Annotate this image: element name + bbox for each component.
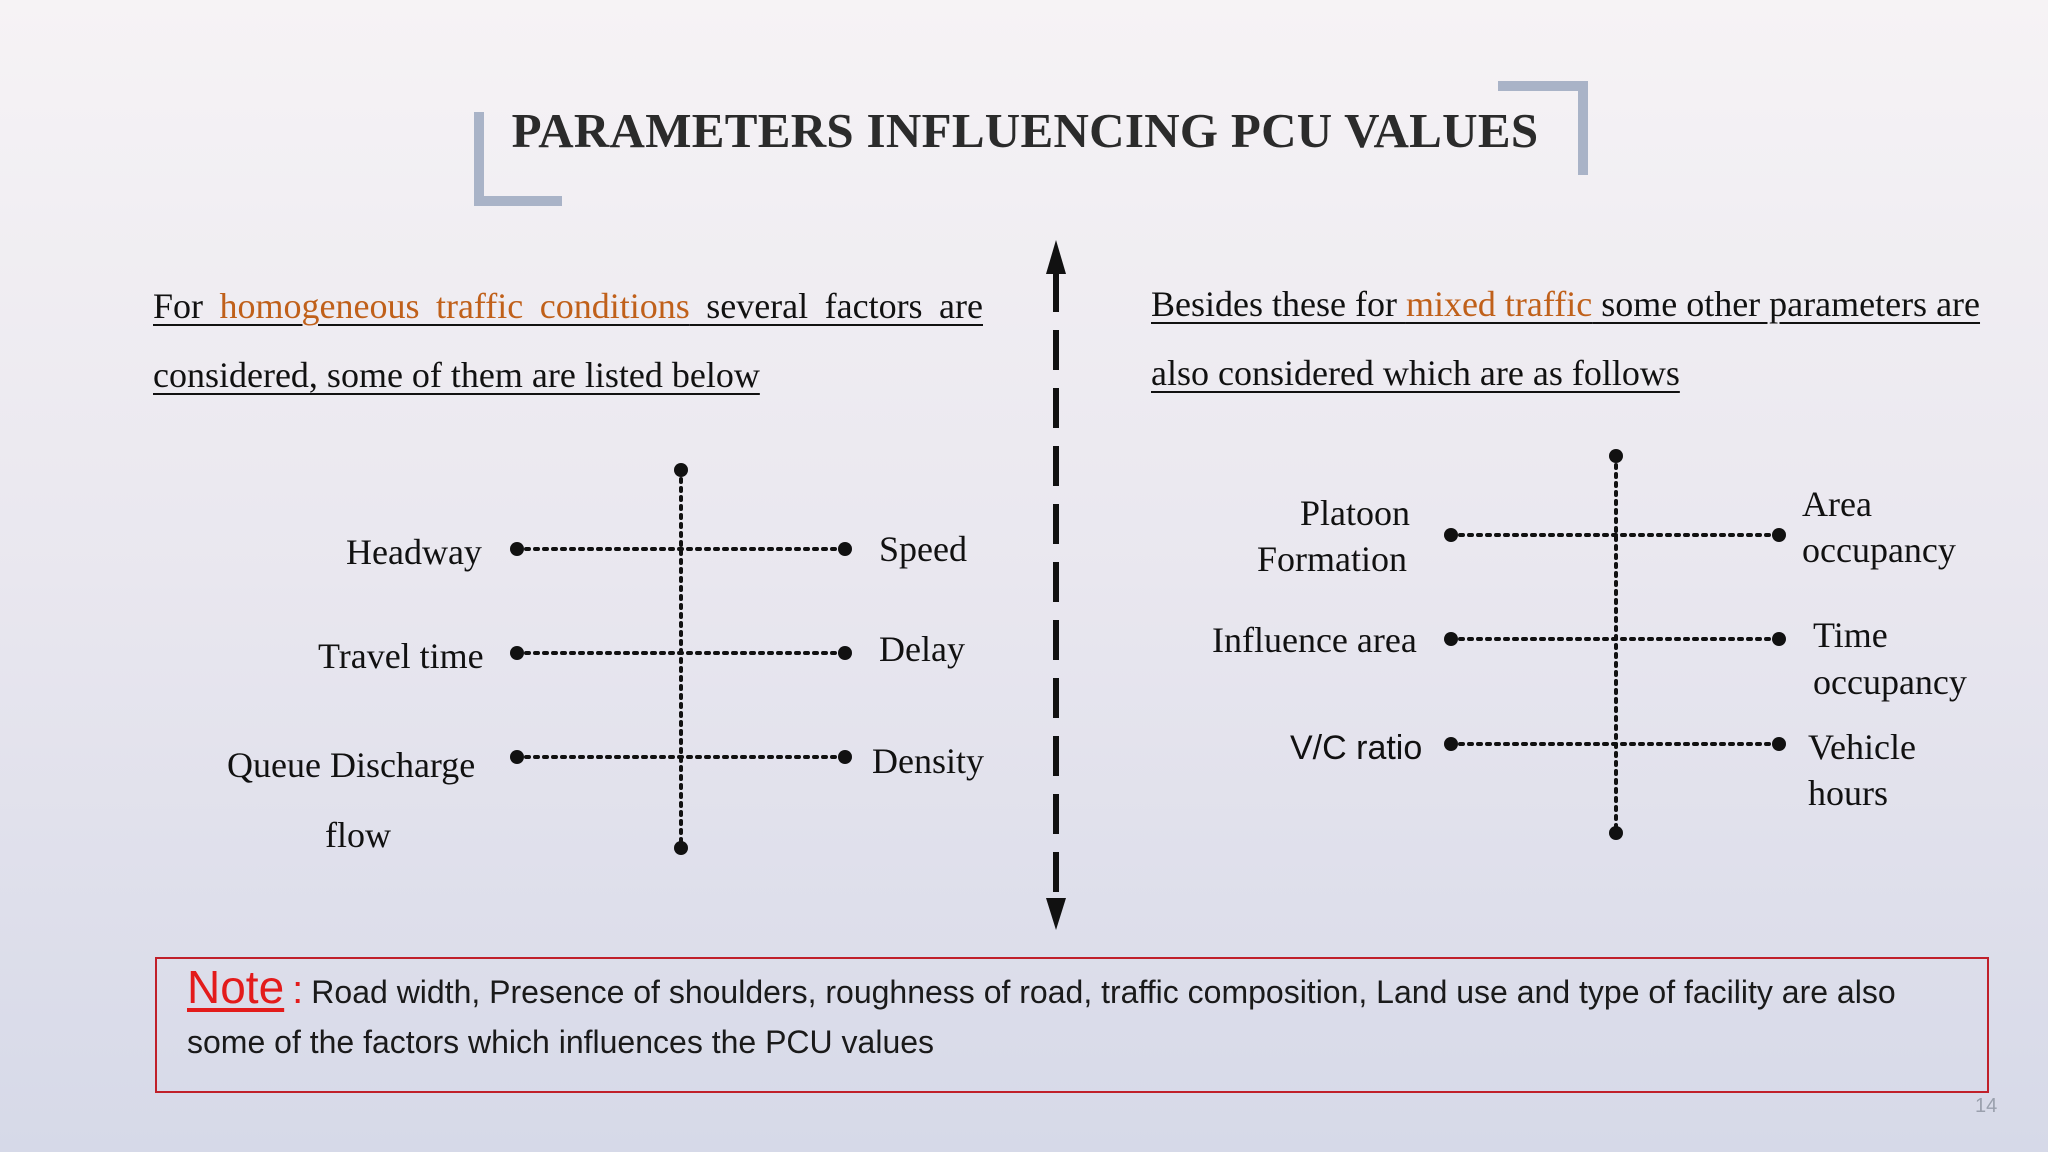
right-dot-vehicle bbox=[1772, 737, 1786, 751]
arrow-up-icon bbox=[1046, 240, 1066, 274]
label-area: Area bbox=[1802, 484, 1872, 524]
right-dot-platoon bbox=[1444, 528, 1458, 542]
label-formation: Formation bbox=[1257, 539, 1407, 579]
right-dot-vc bbox=[1444, 737, 1458, 751]
label-delay: Delay bbox=[879, 629, 965, 669]
right-intro-pre: Besides these for bbox=[1151, 284, 1406, 324]
left-dot-density bbox=[838, 750, 852, 764]
left-dot-headway bbox=[510, 542, 524, 556]
left-intro-post: several factors are considered, some of … bbox=[153, 286, 983, 395]
label-speed: Speed bbox=[879, 529, 967, 569]
left-intro: For homogeneous traffic conditions sever… bbox=[153, 272, 983, 410]
right-top-dot bbox=[1609, 449, 1623, 463]
right-dot-influence bbox=[1444, 632, 1458, 646]
left-intro-pre: For bbox=[153, 286, 220, 326]
title-bracket-left bbox=[474, 112, 562, 206]
right-intro: Besides these for mixed traffic some oth… bbox=[1151, 270, 1991, 408]
title-bracket-right bbox=[1498, 81, 1588, 175]
label-influence-area: Influence area bbox=[1212, 620, 1417, 660]
label-hours: hours bbox=[1808, 773, 1888, 813]
slide-number: 14 bbox=[1975, 1095, 1998, 1117]
left-intro-highlight: homogeneous traffic conditions bbox=[219, 286, 690, 326]
label-travel-time: Travel time bbox=[318, 636, 484, 676]
left-top-dot bbox=[674, 463, 688, 477]
right-dot-time bbox=[1772, 632, 1786, 646]
right-intro-highlight: mixed traffic bbox=[1405, 284, 1593, 324]
left-bottom-dot bbox=[674, 841, 688, 855]
label-time: Time bbox=[1813, 615, 1888, 655]
label-area-occupancy: occupancy bbox=[1802, 530, 1956, 570]
slide-title: PARAMETERS INFLUENCING PCU VALUES bbox=[511, 103, 1539, 158]
left-dot-queue bbox=[510, 750, 524, 764]
label-density: Density bbox=[872, 741, 984, 781]
label-queue-discharge: Queue Discharge bbox=[227, 745, 476, 785]
label-platoon: Platoon bbox=[1300, 493, 1411, 533]
label-flow: flow bbox=[325, 815, 391, 855]
note-label: Note bbox=[187, 961, 285, 1013]
note-content: Note:Road width, Presence of shoulders, … bbox=[187, 962, 1977, 1067]
label-time-occupancy: occupancy bbox=[1813, 662, 1967, 702]
note-colon: : bbox=[292, 968, 304, 1012]
left-dot-delay bbox=[838, 646, 852, 660]
note-box bbox=[155, 957, 1989, 1093]
right-intro-post: some other parameters are also considere… bbox=[1151, 284, 1981, 393]
left-dot-speed bbox=[838, 542, 852, 556]
arrow-down-icon bbox=[1046, 898, 1066, 930]
label-vehicle: Vehicle bbox=[1808, 727, 1916, 767]
label-headway: Headway bbox=[346, 532, 482, 572]
left-dot-travel-time bbox=[510, 646, 524, 660]
right-dot-area bbox=[1772, 528, 1786, 542]
right-bottom-dot bbox=[1609, 826, 1623, 840]
note-text: Road width, Presence of shoulders, rough… bbox=[187, 974, 1896, 1060]
label-vc-ratio: V/C ratio bbox=[1290, 729, 1423, 767]
